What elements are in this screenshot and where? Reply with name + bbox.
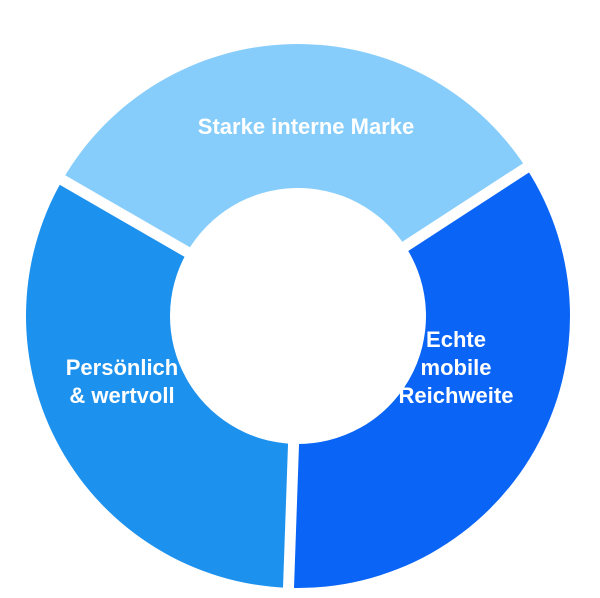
segment-label-line: mobile xyxy=(421,355,492,380)
segment-echte-mobile-reichweite xyxy=(288,167,570,588)
segment-persoenlich-wertvoll xyxy=(25,180,294,588)
segment-separator xyxy=(398,161,533,254)
segment-starke-interne-marke xyxy=(62,44,527,253)
segment-label-starke-interne-marke: Starke interne Marke xyxy=(198,114,414,139)
segment-label-line: Starke interne Marke xyxy=(198,114,414,139)
segment-separator xyxy=(56,173,194,259)
segment-label-line: Echte xyxy=(426,327,486,352)
segment-label-line: Persönlich xyxy=(66,355,178,380)
segment-label-line: Reichweite xyxy=(399,383,514,408)
segment-label-persoenlich-wertvoll: Persönlich & wertvoll xyxy=(66,355,178,408)
segment-separator xyxy=(282,439,300,593)
segment-label-line: & wertvoll xyxy=(69,383,174,408)
